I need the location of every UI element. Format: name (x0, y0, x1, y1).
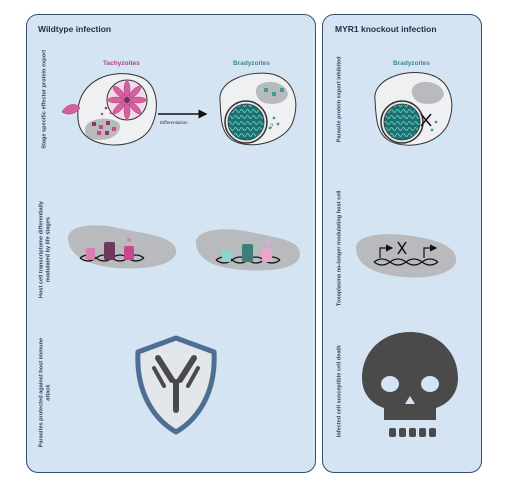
inhibition-cross-icon (420, 113, 432, 127)
bradyzoites-label: Bradyzoites (233, 60, 270, 67)
bradyzoite-host-cell-icon: ? (219, 72, 297, 146)
tachyzoite-transcriptome-icon (67, 225, 177, 269)
tachyzoite-host-cell-icon (61, 73, 157, 146)
differentiation-label: Differentiation (160, 120, 188, 125)
wildtype-title: Wildtype infection (38, 24, 112, 34)
ko-bradyzoites-label: Bradyzoites (393, 60, 430, 67)
ko-bradyzoite-host-cell-icon (374, 72, 453, 146)
tachyzoites-label: Tachyzoites (103, 60, 140, 67)
shield-icon (135, 335, 217, 435)
skull-icon (362, 332, 458, 437)
knockout-title: MYR1 knockout infection (335, 24, 437, 34)
ko-transcriptome-icon (356, 234, 457, 278)
bradyzoite-transcriptome-icon (195, 229, 300, 271)
svg-text:?: ? (270, 124, 274, 130)
rosette-icon (107, 80, 147, 120)
antibody-icon (152, 355, 200, 413)
cyst-icon (224, 100, 268, 144)
